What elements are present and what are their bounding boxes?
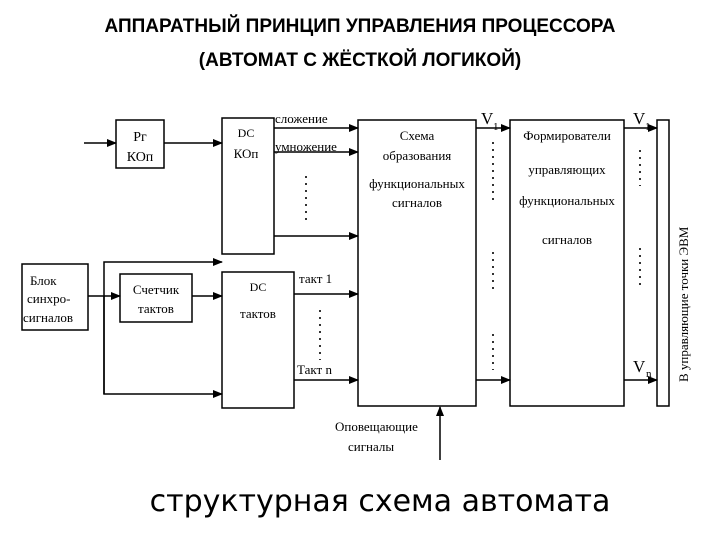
decoder-takt-label-1: DC xyxy=(250,280,267,294)
decoder-opcode-label-1: DC xyxy=(238,126,255,140)
decoder-opcode-block: DC КОп xyxy=(221,117,275,255)
counter-label-1: Счетчик xyxy=(133,282,180,297)
connections xyxy=(84,124,658,460)
decoder-takt-label-2: тактов xyxy=(240,306,276,321)
shapers-label-4: сигналов xyxy=(542,232,592,247)
diagram-caption: структурная схема автомата xyxy=(149,484,611,519)
sync-label-1: Блок xyxy=(30,273,57,288)
register-block: Рг КОп xyxy=(115,119,165,169)
sync-label-3: сигналов xyxy=(23,310,73,325)
shapers-label-2: управляющих xyxy=(528,162,606,177)
title-line-2: (АВТОМАТ С ЖЁСТКОЙ ЛОГИКОЙ) xyxy=(198,50,522,71)
alert-label-2: сигналы xyxy=(348,439,394,454)
register-label-1: Рг xyxy=(133,130,147,145)
shapers-block: Формирователи управляющих функциональных… xyxy=(509,119,625,407)
scheme-label-3: функциональных xyxy=(369,176,465,191)
counter-block: Счетчик тактов xyxy=(119,273,193,323)
sync-block: Блок синхро- сигналов xyxy=(21,263,89,331)
shapers-label-3: функциональных xyxy=(519,193,615,208)
shapers-label-1: Формирователи xyxy=(523,128,611,143)
signal-mul-label: умножение xyxy=(275,139,337,154)
vn-output-label: V xyxy=(633,357,646,376)
alert-label-1: Оповещающие xyxy=(335,419,418,434)
v1-input-sub: 1 xyxy=(493,121,499,133)
scheme-label-1: Схема xyxy=(400,128,435,143)
sync-label-2: синхро- xyxy=(27,291,71,306)
signal-add-label: сложение xyxy=(275,111,328,126)
v1-output-sub: 1 xyxy=(645,121,651,133)
decoder-takt-block: DC тактов xyxy=(221,271,295,409)
signal-taktn-label: Такт n xyxy=(297,362,332,377)
vertical-control-points-label: В управляющие точки ЭВМ xyxy=(676,226,691,382)
title-line-1: АППАРАТНЫЙ ПРИНЦИП УПРАВЛЕНИЯ ПРОЦЕССОРА xyxy=(104,16,616,37)
ellipsis-marks xyxy=(305,142,641,370)
output-bus-block xyxy=(656,119,670,407)
register-label-2: КОп xyxy=(127,150,154,165)
v1-input-label: V xyxy=(481,109,494,128)
vn-output-sub: n xyxy=(646,368,652,380)
decoder-opcode-label-2: КОп xyxy=(234,146,259,161)
signal-takt1-label: такт 1 xyxy=(299,271,332,286)
scheme-label-2: образования xyxy=(383,148,452,163)
scheme-block: Схема образования функциональных сигнало… xyxy=(357,119,477,407)
v1-output-label: V xyxy=(633,109,646,128)
counter-label-2: тактов xyxy=(138,301,174,316)
scheme-label-4: сигналов xyxy=(392,195,442,210)
